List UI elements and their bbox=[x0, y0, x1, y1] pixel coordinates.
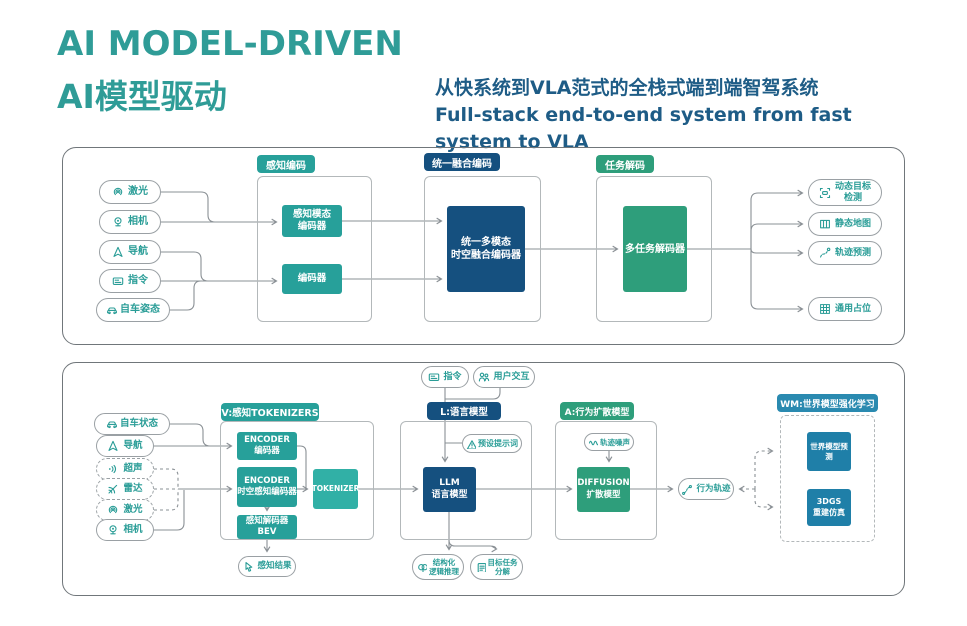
lidar-icon bbox=[109, 505, 118, 514]
camera-icon bbox=[109, 525, 118, 535]
input-command-2: 指令 bbox=[421, 366, 469, 388]
box-tokenizer: TOKENIZER bbox=[312, 469, 359, 509]
brain-icon bbox=[418, 564, 427, 572]
pill-perception-result: 感知结果 bbox=[238, 556, 296, 577]
detection-icon bbox=[819, 187, 831, 198]
output-static-map: 静态地图 bbox=[808, 212, 882, 236]
pill-preset-prompt: 预设提示词 bbox=[462, 434, 522, 453]
noise-icon bbox=[588, 440, 598, 446]
badge-task-decoding: 任务解码 bbox=[596, 155, 654, 173]
input-ego-state: 自车状态 bbox=[94, 413, 170, 435]
input-user-interaction: 用户交互 bbox=[473, 366, 535, 388]
input-lidar: 激光 bbox=[99, 180, 161, 204]
nav-icon bbox=[113, 246, 123, 257]
box-bev-decoder: 感知解码器 BEV bbox=[237, 515, 297, 539]
box-llm: LLM 语言模型 bbox=[423, 467, 476, 512]
tasklist-icon bbox=[477, 563, 486, 572]
badge-unified-fusion: 统一融合编码 bbox=[424, 153, 500, 171]
prompt-icon bbox=[466, 439, 476, 449]
pill-task-decomposition: 目标任务 分解 bbox=[470, 554, 523, 580]
nav-icon bbox=[108, 440, 119, 451]
pill-behavior-trajectory: 行为轨迹 bbox=[678, 478, 734, 500]
language-model-group bbox=[400, 421, 532, 540]
input-ultrasonic: 超声 bbox=[96, 458, 154, 480]
input-navigation-2: 导航 bbox=[96, 435, 154, 457]
command-icon bbox=[112, 277, 124, 285]
input-camera: 相机 bbox=[99, 210, 161, 234]
badge-l-language-model: L:语言模型 bbox=[427, 402, 501, 420]
input-lidar-2: 激光 bbox=[96, 499, 154, 521]
perception-encoding-group bbox=[257, 176, 372, 322]
box-world-model-prediction: 世界模型预测 bbox=[807, 432, 851, 471]
box-encoder: 编码器 bbox=[282, 264, 342, 294]
input-radar: 雷达 bbox=[96, 478, 154, 500]
box-diffusion: DIFFUSION 扩散模型 bbox=[577, 467, 630, 512]
pill-structured-reasoning: 结构化 逻辑推理 bbox=[412, 554, 464, 580]
badge-v-tokenizers: V:感知TOKENIZERS bbox=[221, 403, 319, 421]
pointer-icon bbox=[245, 562, 253, 572]
page-subtitle: 从快系统到VLA范式的全栈式端到端智驾系统 Full-stack end-to-… bbox=[435, 77, 852, 153]
world-model-group bbox=[780, 415, 875, 542]
car-icon bbox=[107, 307, 117, 315]
input-ego-pose: 自车姿态 bbox=[96, 298, 170, 322]
lidar-icon bbox=[113, 187, 123, 196]
badge-wm-world-model: WM:世界模型强化学习 bbox=[777, 394, 878, 412]
output-general-occupancy: 通用占位 bbox=[808, 297, 882, 321]
car-icon bbox=[107, 421, 117, 429]
input-command: 指令 bbox=[99, 269, 161, 293]
camera-icon bbox=[114, 217, 122, 227]
diffusion-group bbox=[555, 421, 657, 540]
radar-icon bbox=[108, 484, 118, 494]
box-encoder-1: ENCODER 编码器 bbox=[237, 432, 297, 460]
input-camera-2: 相机 bbox=[96, 519, 154, 541]
box-multitask-decoder: 多任务解码器 bbox=[623, 206, 687, 292]
ultrasonic-icon bbox=[108, 464, 117, 474]
map-icon bbox=[820, 219, 830, 229]
input-navigation: 导航 bbox=[99, 240, 161, 264]
badge-perception-encoding: 感知编码 bbox=[257, 155, 315, 173]
box-3dgs-simulation: 3DGS 重建仿真 bbox=[807, 489, 851, 526]
box-fusion-encoder: 统一多模态 时空融合编码器 bbox=[447, 206, 525, 292]
output-dynamic-detection: 动态目标 检测 bbox=[808, 179, 882, 206]
box-modal-encoder: 感知模态 编码器 bbox=[282, 205, 342, 237]
pill-trajectory-noise: 轨迹噪声 bbox=[584, 433, 634, 451]
v-tokenizers-group bbox=[220, 421, 374, 540]
badge-a-diffusion-model: A:行为扩散模型 bbox=[560, 402, 634, 420]
trajectory-icon bbox=[820, 247, 831, 258]
route-icon bbox=[682, 484, 693, 495]
page-title-zh: AI模型驱动 bbox=[57, 77, 227, 116]
command-icon bbox=[429, 373, 440, 381]
occupancy-icon bbox=[820, 304, 830, 314]
top-diagram-panel bbox=[62, 147, 905, 345]
bottom-diagram-panel bbox=[62, 362, 905, 596]
page-title-en: AI MODEL-DRIVEN bbox=[57, 24, 403, 64]
box-spatiotemporal-encoder: ENCODER 时空感知编码器 bbox=[237, 467, 297, 507]
users-icon bbox=[479, 372, 490, 382]
output-trajectory-prediction: 轨迹预测 bbox=[808, 241, 882, 265]
